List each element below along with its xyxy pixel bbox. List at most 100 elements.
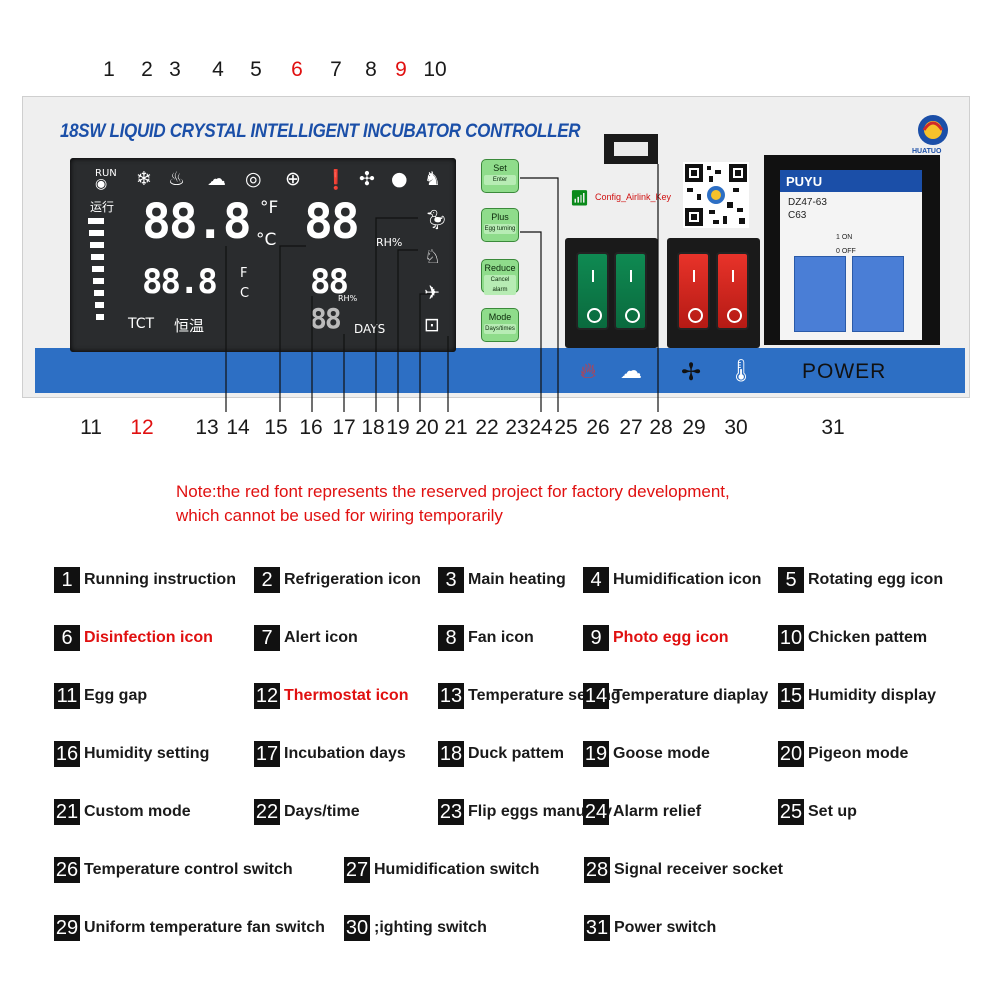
brand-logo-icon [908, 110, 958, 152]
callout-number: 15 [264, 416, 288, 439]
humidity-unit: RH% [376, 236, 403, 249]
humidification-switch[interactable] [614, 252, 647, 330]
factory-note: Note:the red font represents the reserve… [176, 480, 730, 528]
legend-number: 26 [54, 857, 80, 883]
alert-icon: ❗ [324, 169, 348, 191]
legend-label: Days/time [284, 803, 360, 820]
lcd-display: RUN ◉ 运行 ❄ ♨ ☁ ◎ ⊕ ❗ ✣ ● ♞ 88.8 °F °C 88… [70, 158, 456, 352]
legend-label: Goose mode [613, 745, 710, 762]
callout-number: 18 [361, 416, 385, 439]
legend-number: 12 [254, 683, 280, 709]
legend-label: Signal receiver socket [614, 861, 783, 878]
callout-number: 24 [529, 416, 553, 439]
callout-number: 7 [330, 58, 342, 81]
legend-number: 27 [344, 857, 370, 883]
signal-receiver-socket[interactable] [604, 134, 658, 164]
legend-label: Temperature diaplay [613, 687, 769, 704]
breaker-handle-right[interactable] [852, 256, 904, 332]
lighting-switch[interactable] [716, 252, 749, 330]
legend-label: Temperature control switch [84, 861, 293, 878]
disinfection-icon: ⊕ [285, 168, 301, 190]
legend-label: Set up [808, 803, 857, 820]
legend-label: Humidification switch [374, 861, 540, 878]
legend-number: 24 [583, 799, 609, 825]
callout-number: 17 [332, 416, 356, 439]
legend-label: Rotating egg icon [808, 571, 944, 588]
qr-code-icon [683, 162, 749, 228]
callout-number: 21 [444, 416, 468, 439]
callout-number: 12 [130, 416, 154, 439]
breaker-rating: C63 [788, 210, 807, 221]
legend-label: Refrigeration icon [284, 571, 421, 588]
callout-number: 8 [365, 58, 377, 81]
legend-number: 23 [438, 799, 464, 825]
thermostat-icon: 恒温 [174, 317, 205, 335]
panel-title: 18SW LIQUID CRYSTAL INTELLIGENT INCUBATO… [60, 119, 581, 142]
custom-mode-icon: ⊡ [424, 314, 440, 336]
callout-number: 27 [619, 416, 643, 439]
legend-label: Flip eggs manually [468, 803, 613, 820]
days-label: DAYS [354, 322, 386, 336]
breaker-handle-left[interactable] [794, 256, 846, 332]
legend-number: 31 [584, 915, 610, 941]
egg-gap-bars [88, 218, 104, 320]
goose-mode-icon: ♘ [424, 246, 442, 268]
callout-number: 16 [299, 416, 323, 439]
legend-item: 30;ighting switch [344, 915, 487, 941]
callout-number: 6 [291, 58, 303, 81]
legend-number: 6 [54, 625, 80, 651]
legend-number: 22 [254, 799, 280, 825]
legend-label: Power switch [614, 919, 717, 936]
callout-number: 26 [586, 416, 610, 439]
fan-icon: ✣ [359, 168, 375, 190]
callout-number: 19 [386, 416, 410, 439]
callout-number: 14 [226, 416, 250, 439]
temp-set-unit-f: F [240, 266, 248, 281]
legend-number: 14 [583, 683, 609, 709]
legend-number: 16 [54, 741, 80, 767]
legend-label: Main heating [468, 571, 566, 588]
uniform-fan-switch[interactable] [677, 252, 710, 330]
legend-label: Humidification icon [613, 571, 762, 588]
running-indicator-icon: ◉ [95, 176, 108, 192]
callout-number: 3 [169, 58, 181, 81]
legend-number: 18 [438, 741, 464, 767]
legend-number: 20 [778, 741, 804, 767]
wifi-config-label: Config_Airlink_Key [595, 192, 672, 202]
note-line-2: which cannot be used for wiring temporar… [176, 506, 503, 525]
legend-label: Custom mode [84, 803, 191, 820]
legend-number: 7 [254, 625, 280, 651]
legend-label: Chicken pattem [808, 629, 928, 646]
callout-number: 11 [80, 416, 102, 439]
chicken-pattern-icon: ♞ [424, 168, 442, 190]
temperature-control-switch[interactable] [576, 252, 609, 330]
legend-number: 9 [583, 625, 609, 651]
legend-number: 29 [54, 915, 80, 941]
legend-number: 17 [254, 741, 280, 767]
legend-label: Thermostat icon [284, 687, 409, 704]
incubation-days: 88 [310, 302, 342, 335]
breaker-model: DZ47-63 [788, 197, 827, 208]
pigeon-mode-icon: ✈ [424, 282, 440, 304]
legend-number: 13 [438, 683, 464, 709]
callout-number: 25 [554, 416, 578, 439]
